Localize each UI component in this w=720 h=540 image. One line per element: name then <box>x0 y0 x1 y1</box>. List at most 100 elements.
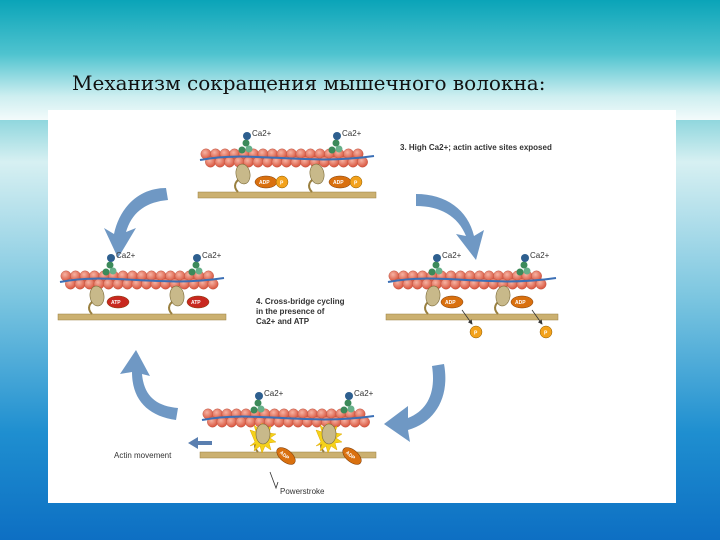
atp-tag-text: ATP <box>191 300 201 306</box>
troponin <box>192 261 200 269</box>
actin-bead <box>319 156 330 168</box>
troponin <box>106 261 114 269</box>
troponin <box>344 399 352 407</box>
adp-tag <box>342 447 362 465</box>
step-4-label-line-2: in the presence of <box>256 307 325 316</box>
troponin <box>109 267 117 275</box>
atp-tag-text: ATP <box>111 300 121 306</box>
troponin <box>347 405 355 413</box>
calcium-label: Ca2+ <box>354 389 374 398</box>
calcium-ion <box>107 254 115 262</box>
adp-tag <box>440 295 464 309</box>
header-band <box>0 0 720 120</box>
cycle-arrow-bottom-right <box>384 364 446 442</box>
step-4-label-line-3: Ca2+ and ATP <box>256 317 310 326</box>
phosphate-tag-text: P <box>280 181 284 187</box>
slide-title: Механизм сокращения мышечного волокна: <box>72 71 546 95</box>
actin-movement-arrow <box>188 437 212 449</box>
troponin <box>428 268 436 276</box>
phosphate-tag-text: P <box>544 331 548 337</box>
troponin <box>516 268 524 276</box>
tropomyosin <box>201 415 375 421</box>
phosphate-tag <box>539 325 553 339</box>
troponin <box>432 261 440 269</box>
diagram-panel: Ca2+ Ca2+ ADP P ADP P Ca2+ Ca2+ ATP ATP Ca2+ Ca2+ AD… <box>48 110 676 503</box>
troponin <box>195 267 203 275</box>
troponin <box>340 406 348 414</box>
calcium-ion <box>333 132 341 140</box>
calcium-label: Ca2+ <box>202 251 222 260</box>
calcium-ion <box>433 254 441 262</box>
step-4-label-line-1: 4. Cross-bridge cycling <box>256 297 345 306</box>
adp-tag-text: ADP <box>515 300 526 306</box>
calcium-label: Ca2+ <box>264 389 284 398</box>
myosin-head <box>495 285 511 307</box>
calcium-ion <box>345 392 353 400</box>
troponin <box>335 145 343 153</box>
thick-filament <box>197 191 377 199</box>
adp-tag-rotated: ADP <box>342 447 362 465</box>
actin-movement-label: Actin movement <box>114 451 172 460</box>
troponin <box>238 146 246 154</box>
calcium-label: Ca2+ <box>116 251 136 260</box>
release-arrow <box>461 309 473 325</box>
actin-bead <box>103 278 114 290</box>
myosin-head <box>255 423 271 445</box>
atp-tag <box>106 295 130 309</box>
adp-tag-text: ADP <box>344 450 356 462</box>
actin-bead <box>440 278 452 290</box>
filament-unit-left: Ca2+ Ca2+ ATP ATP <box>57 251 227 321</box>
adp-tag-rotated: ADP <box>276 447 296 465</box>
step-3-label: 3. High Ca2+; actin active sites exposed <box>400 143 552 152</box>
phosphate-tag-text: P <box>474 331 478 337</box>
calcium-ion <box>193 254 201 262</box>
adp-tag-text: ADP <box>278 450 290 462</box>
cycle-arrow-bottom-left <box>120 350 178 420</box>
actin-bead <box>226 416 237 428</box>
actin-bead <box>224 156 235 168</box>
troponin <box>250 406 258 414</box>
calcium-ion <box>243 132 251 140</box>
actin-bead <box>112 278 124 290</box>
adp-tag <box>276 447 296 465</box>
adp-tag-text: ADP <box>445 300 456 306</box>
troponin <box>328 146 336 154</box>
myosin-head <box>89 285 105 307</box>
troponin <box>102 268 110 276</box>
cycle-arrow-top-right <box>416 194 484 260</box>
myosin-head <box>321 423 337 445</box>
actin-bead <box>412 278 423 290</box>
release-arrow <box>531 309 543 325</box>
powerstroke-pointer <box>269 471 279 490</box>
troponin <box>257 405 265 413</box>
cross-bridge-cycle-diagram: Ca2+ Ca2+ ADP P ADP P Ca2+ Ca2+ ATP ATP Ca2+ Ca2+ AD… <box>57 129 559 496</box>
actin-bead <box>535 278 547 290</box>
tropomyosin <box>387 277 557 283</box>
actin-bead <box>252 156 264 168</box>
adp-tag <box>510 295 534 309</box>
myosin-head <box>169 285 185 307</box>
thick-filament <box>385 313 559 321</box>
myosin-head <box>235 163 251 185</box>
troponin <box>523 267 531 275</box>
adp-tag-text: ADP <box>259 180 270 186</box>
adp-tag-text: ADP <box>333 180 344 186</box>
troponin <box>242 139 250 147</box>
phosphate-tag-text: P <box>354 181 358 187</box>
filament-unit-bottom: Ca2+ Ca2+ ADP ADP <box>199 389 377 465</box>
filament-unit-top: Ca2+ Ca2+ ADP P ADP P <box>197 129 377 199</box>
cycle-arrow-top-left <box>104 188 168 258</box>
calcium-label: Ca2+ <box>442 251 462 260</box>
calcium-label: Ca2+ <box>252 129 272 138</box>
troponin <box>520 261 528 269</box>
myosin-head <box>425 285 441 307</box>
tropomyosin <box>199 155 375 161</box>
troponin <box>245 145 253 153</box>
troponin <box>188 268 196 276</box>
troponin <box>435 267 443 275</box>
calcium-label: Ca2+ <box>342 129 362 138</box>
phosphate-tag <box>469 325 483 339</box>
phosphate-tag <box>275 175 289 189</box>
tropomyosin <box>59 277 225 283</box>
